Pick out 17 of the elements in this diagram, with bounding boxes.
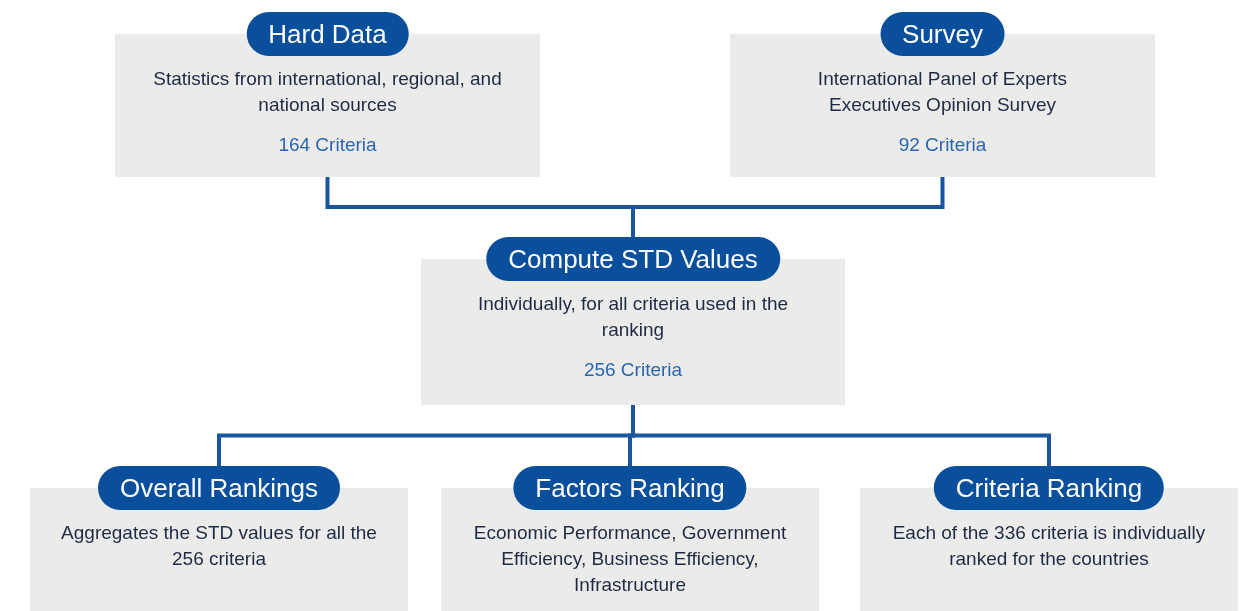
criteria-count: 164 Criteria [277,133,378,157]
description-text: International Panel of Experts Executives Opinion Survey [816,67,1069,117]
description-text: Individually, for all criteria used in the ranking [476,292,790,342]
connector-line [631,405,1051,466]
section-heading: Survey [880,12,1005,56]
description-text: Statistics from international, regional, and national sources [152,67,503,117]
section-heading: Overall Rankings [98,466,340,510]
connector-line [631,177,945,237]
description-text: Economic Performance, Government Efficiency, Business Efficiency, Infrastructure [472,521,788,597]
section-heading: Factors Ranking [513,466,747,510]
description-text: Aggregates the STD values for all the 256 criteria [60,521,378,571]
section-heading: Compute STD Values [486,237,780,281]
section-heading: Hard Data [246,12,409,56]
description-text: Each of the 336 criteria is individually ranked for the countries [891,521,1207,571]
section-heading: Criteria Ranking [933,466,1165,510]
criteria-count: 92 Criteria [897,133,988,157]
criteria-count: 256 Criteria [582,358,684,382]
